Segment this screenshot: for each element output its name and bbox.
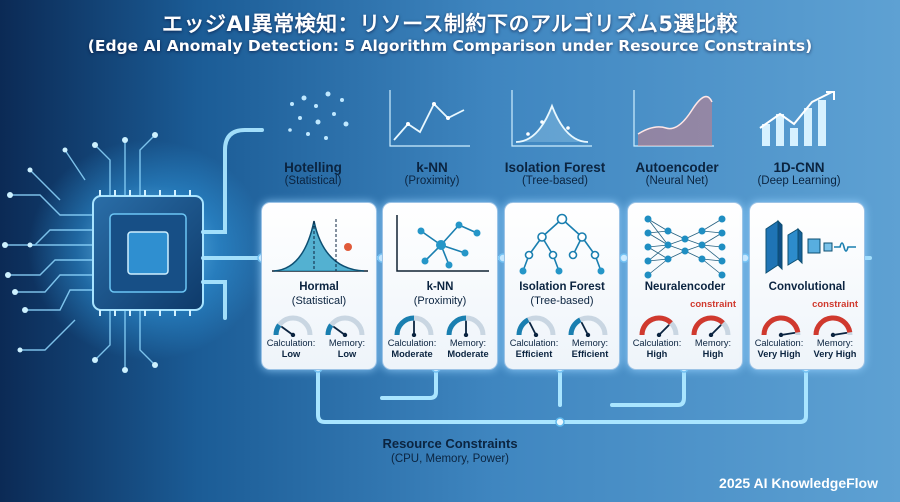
algo-name: k-NN	[416, 160, 448, 175]
calculation-cost: Calculation:Efficient	[506, 338, 562, 360]
algo-name: Isolation Forest	[504, 160, 606, 175]
memory-gauge-icon	[568, 315, 608, 337]
algo-type: (Statistical)	[284, 175, 342, 187]
algo-header-hotelling: Hotelling (Statistical)	[254, 160, 372, 187]
card-title: Isolation Forest	[519, 281, 605, 293]
memory-label: Memory:	[328, 338, 366, 348]
calculation-cost: Calculation:Very High	[751, 338, 807, 360]
algo-type: (Neural Net)	[645, 175, 709, 187]
calculation-gauge-icon	[516, 315, 556, 337]
memory-cost: Memory:Moderate	[440, 338, 496, 360]
resource-constraints-subtitle: (CPU, Memory, Power)	[391, 453, 509, 465]
algo-header-isolation-forest: Isolation Forest (Tree-based)	[496, 160, 614, 187]
memory-cost: Memory:Efficient	[562, 338, 618, 360]
memory-value: Low	[337, 349, 357, 359]
knn-graph-illustration	[396, 215, 489, 272]
calculation-value: High	[646, 349, 668, 359]
memory-value: Efficient	[571, 349, 609, 359]
constraint-tag: constraint	[812, 299, 858, 310]
memory-label: Memory:	[571, 338, 609, 348]
memory-gauge-icon	[691, 315, 731, 337]
calculation-value: Efficient	[515, 349, 553, 359]
calculation-value: Moderate	[391, 349, 433, 359]
algo-header-knn: k-NN (Proximity)	[373, 160, 491, 187]
calculation-label: Calculation:	[387, 338, 437, 348]
card-title: k-NN	[426, 281, 454, 293]
memory-value: Moderate	[447, 349, 489, 359]
calculation-cost: Calculation:Low	[263, 338, 319, 360]
card-subtitle: (Tree-based)	[530, 295, 594, 307]
tree-illustration	[519, 213, 605, 275]
memory-gauge-icon	[325, 315, 365, 337]
footer-credit: 2025 AI KnowledgeFlow	[719, 475, 878, 491]
memory-cost: Memory:High	[685, 338, 741, 360]
scatter-thumbnail	[288, 91, 349, 140]
page-subtitle: (Edge AI Anomaly Detection: 5 Algorithm …	[87, 37, 813, 55]
memory-cost: Memory:Very High	[807, 338, 863, 360]
card-knn: k-NN (Proximity) Calculation:Moderate Me…	[382, 202, 498, 370]
card-autoencoder: Neuralencoder constraint Calculation:Hig…	[627, 202, 743, 370]
card-hotelling: Hormal (Statistical) Calculation:Low Mem…	[261, 202, 377, 370]
memory-value: Very High	[813, 349, 857, 359]
card-subtitle: (Proximity)	[413, 295, 467, 307]
memory-value: High	[702, 349, 724, 359]
memory-label: Memory:	[449, 338, 487, 348]
calculation-gauge-icon	[394, 315, 434, 337]
algo-name: 1D-CNN	[773, 160, 825, 175]
card-isolation-forest: Isolation Forest (Tree-based) Calculatio…	[504, 202, 620, 370]
card-title: Hormal	[299, 281, 339, 293]
constraint-tag: constraint	[690, 299, 736, 310]
card-1d-cnn: Convolutional constraint Calculation:Ver…	[749, 202, 865, 370]
neural-network-illustration	[644, 215, 726, 279]
algo-type: (Deep Learning)	[757, 175, 841, 187]
bell-curve-illustration	[272, 219, 368, 272]
calculation-cost: Calculation:High	[629, 338, 685, 360]
calculation-label: Calculation:	[754, 338, 804, 348]
memory-gauge-icon	[813, 315, 853, 337]
calculation-label: Calculation:	[632, 338, 682, 348]
algo-header-1d-cnn: 1D-CNN (Deep Learning)	[740, 160, 858, 187]
card-title: Neuralencoder	[644, 281, 726, 293]
memory-label: Memory:	[816, 338, 854, 348]
calculation-gauge-icon	[273, 315, 313, 337]
card-title: Convolutional	[768, 281, 846, 293]
memory-label: Memory:	[694, 338, 732, 348]
area-chart-thumbnail	[633, 90, 714, 147]
algo-header-autoencoder: Autoencoder (Neural Net)	[618, 160, 736, 187]
resource-constraints-title: Resource Constraints	[382, 436, 518, 451]
bell-curve-thumbnail	[511, 90, 592, 147]
calculation-gauge-icon	[761, 315, 801, 337]
calculation-label: Calculation:	[266, 338, 316, 348]
calculation-gauge-icon	[639, 315, 679, 337]
card-subtitle: (Statistical)	[291, 295, 347, 307]
page-title: エッジAI異常検知：リソース制約下のアルゴリズム5選比較	[162, 12, 738, 36]
calculation-cost: Calculation:Moderate	[384, 338, 440, 360]
algo-name: Hotelling	[284, 160, 342, 175]
algo-type: (Tree-based)	[521, 175, 589, 187]
calculation-value: Very High	[757, 349, 801, 359]
bar-trend-thumbnail	[759, 91, 835, 146]
line-chart-thumbnail	[389, 90, 470, 147]
memory-gauge-icon	[446, 315, 486, 337]
algo-name: Autoencoder	[635, 160, 719, 175]
convolution-layers-illustration	[765, 219, 856, 274]
memory-cost: Memory:Low	[319, 338, 375, 360]
algo-type: (Proximity)	[404, 175, 460, 187]
calculation-label: Calculation:	[509, 338, 559, 348]
calculation-value: Low	[281, 349, 301, 359]
